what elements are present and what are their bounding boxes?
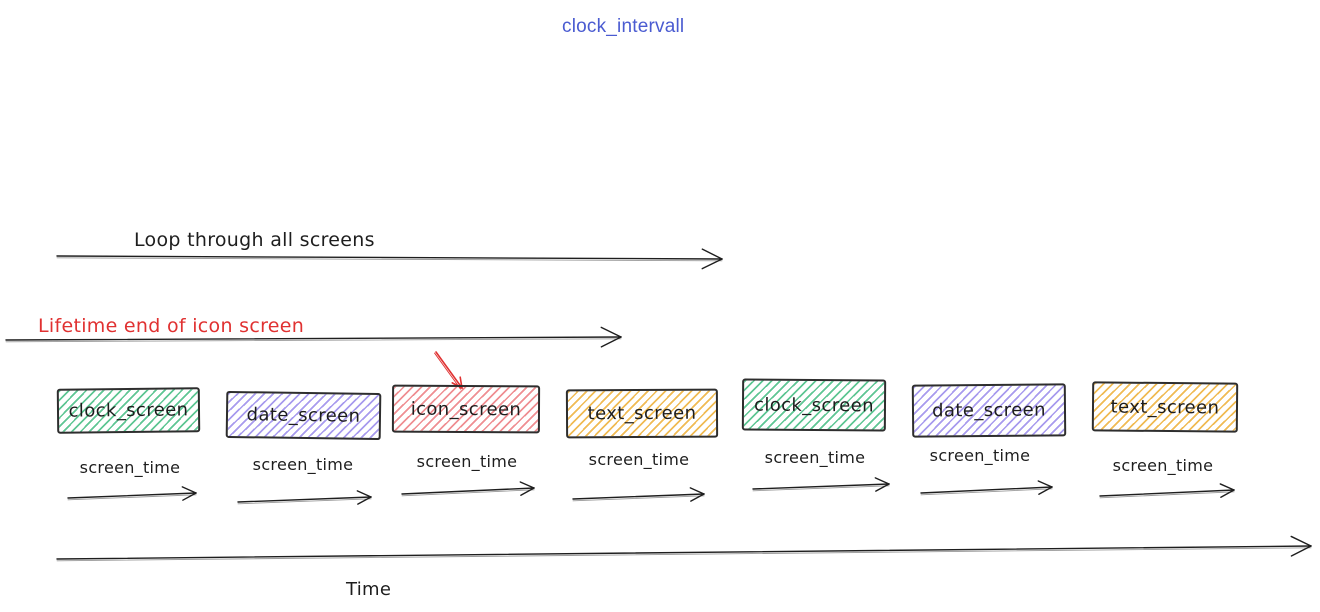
time-axis-arrow-shaft2 [56,547,1312,562]
time-axis-arrow-head [1290,535,1312,547]
loop-arrow-head [701,248,723,260]
lifetime-arrow-head [600,326,622,338]
screen-box-clock_screen: clock_screen [741,378,887,432]
screen-time-arrow-shaft2 [920,488,1053,496]
time-label: Time [346,579,392,600]
screen-time-arrow-head [1038,486,1053,495]
screen-time-arrow-head [689,487,705,495]
screen-box-label: clock_screen [753,394,875,416]
lifetime-arrow-shaft [5,336,622,341]
lifetime-label: Lifetime end of icon screen [38,315,305,337]
screen-time-arrow-shaft [752,483,890,490]
screen-box-label: date_screen [246,404,361,427]
screen-box-clock_screen: clock_screen [56,387,201,434]
screen-time-arrow-head [1037,480,1053,488]
lifetime-arrow-head [600,336,622,348]
lifetime-arrow-shaft2 [5,338,622,343]
screen-time-arrow-shaft [67,492,197,499]
screen-box-label: text_screen [587,402,697,425]
screen-time-arrow-shaft [572,493,705,500]
screen-time-label: screen_time [929,446,1031,465]
screen-box-icon_screen: icon_screen [391,384,541,434]
screen-time-arrow-shaft [920,486,1053,494]
screen-time-label: screen_time [1112,456,1214,475]
screen-time-arrow-head [1220,489,1235,498]
screen-time-arrow-head [875,483,890,492]
screen-time-arrow-head [182,492,197,501]
screen-time-arrow-shaft [237,496,372,503]
page-title: clock_intervall [562,16,685,37]
screen-box-label: clock_screen [68,399,189,422]
screen-time-arrow-head [519,481,535,489]
screen-time-label: screen_time [588,450,690,469]
screen-time-label: screen_time [79,458,181,477]
screen-time-arrow-shaft2 [401,489,535,497]
screen-time-arrow-shaft2 [237,498,372,505]
icon-pointer-arrow-shaft [435,351,463,389]
screen-time-arrow-shaft2 [572,495,705,502]
screen-time-arrow-head [356,490,372,498]
screen-time-arrow-shaft2 [67,494,197,501]
screen-box-label: icon_screen [410,398,522,420]
loop-arrow-shaft2 [56,257,723,262]
screen-time-label: screen_time [416,452,518,471]
time-axis-arrow-head [1290,545,1312,557]
screen-time-arrow-shaft2 [752,485,890,492]
screen-box-label: text_screen [1110,396,1220,418]
loop-label: Loop through all screens [134,229,375,251]
screen-box-text_screen: text_screen [565,388,719,439]
screen-box-text_screen: text_screen [1091,381,1239,433]
loop-arrow-head [701,258,723,270]
screen-time-arrow-head [520,487,535,496]
time-axis-arrow-shaft [56,545,1312,560]
screen-box-label: date_screen [931,399,1046,422]
screen-time-arrow-head [690,493,705,502]
screen-time-arrow-head [874,477,890,485]
screen-time-arrow-head [1219,483,1235,491]
screen-time-label: screen_time [252,455,354,474]
screen-time-arrow-shaft2 [1099,491,1235,499]
loop-arrow-shaft [56,255,723,260]
screen-time-arrow-head [181,486,197,494]
screen-box-date_screen: date_screen [225,390,382,441]
screen-time-arrow-shaft [401,487,535,495]
screen-time-arrow-head [357,496,372,505]
screen-time-label: screen_time [764,448,866,467]
icon-pointer-arrow-shaft2 [434,352,461,390]
screen-time-arrow-shaft [1099,489,1235,497]
screen-box-date_screen: date_screen [911,383,1067,438]
